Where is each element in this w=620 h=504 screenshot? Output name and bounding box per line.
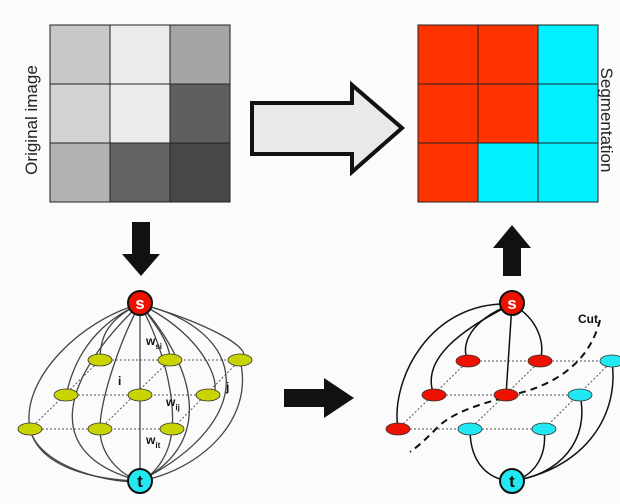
segmentation-cell [477, 83, 539, 144]
right-sink-label: t [509, 472, 515, 491]
segmentation-grid [417, 24, 599, 203]
left-sink-node: t [127, 468, 153, 494]
node-j-label: j [225, 380, 229, 394]
segmentation-cell [477, 24, 539, 85]
pixel-node [127, 388, 153, 402]
pixel-node [87, 422, 113, 436]
segmented-pixel-node [567, 388, 593, 402]
cut-line [409, 319, 601, 453]
segmented-pixel-node [455, 354, 481, 368]
segmentation-cell [417, 24, 479, 85]
original-image-cell [169, 142, 231, 203]
pixel-node [53, 388, 79, 402]
pixel-node [195, 388, 221, 402]
pixel-node [17, 422, 43, 436]
segmented-pixel-node [599, 354, 620, 368]
pixel-node [159, 422, 185, 436]
right-arrow-icon [284, 378, 354, 418]
right-arrow-outline-icon [250, 80, 406, 177]
segmented-pixel-node [421, 388, 447, 402]
original-image-cell [109, 83, 171, 144]
original-image-cell [109, 142, 171, 203]
up-arrow-icon [493, 225, 531, 276]
right-source-label: s [507, 294, 516, 313]
left-source-node: s [127, 290, 153, 316]
segmentation-cell [537, 83, 599, 144]
pixel-node [87, 353, 113, 367]
cut-label: Cut [578, 312, 598, 326]
segmentation-cell [417, 83, 479, 144]
original-image-cell [49, 83, 111, 144]
down-arrow-icon [122, 222, 160, 276]
segmentation-cell [417, 142, 479, 203]
original-image-cell [49, 142, 111, 203]
weight-it-label: wit [145, 433, 161, 450]
segmented-pixel-node [493, 388, 519, 402]
right-sink-node: t [499, 468, 525, 494]
segmented-pixel-node [527, 354, 553, 368]
original-image-cell [49, 24, 111, 85]
sink-label: t [137, 472, 143, 491]
original-image-cell [169, 83, 231, 144]
right-terminal-links [396, 303, 614, 482]
original-image-cell [109, 24, 171, 85]
segmented-pixel-node [457, 422, 483, 436]
pixel-node [227, 353, 253, 367]
segmented-pixel-node [385, 422, 411, 436]
right-source-node: s [499, 290, 525, 316]
original-image-grid [49, 24, 231, 203]
segmentation-cell [477, 142, 539, 203]
segmentation-cell [537, 142, 599, 203]
weight-ij-label: wij [165, 395, 180, 412]
node-i-label: i [118, 374, 121, 388]
left-pixel-nodes [17, 353, 253, 436]
right-graph: Cut s t [385, 290, 620, 494]
weight-si-label: wsi [145, 334, 162, 351]
pixel-node [157, 353, 183, 367]
segmented-pixel-node [531, 422, 557, 436]
original-image-cell [169, 24, 231, 85]
right-pixel-nodes [385, 354, 620, 436]
segmentation-cell [537, 24, 599, 85]
left-graph: s t i j wsi wij wit [17, 290, 253, 494]
source-label: s [135, 294, 144, 313]
